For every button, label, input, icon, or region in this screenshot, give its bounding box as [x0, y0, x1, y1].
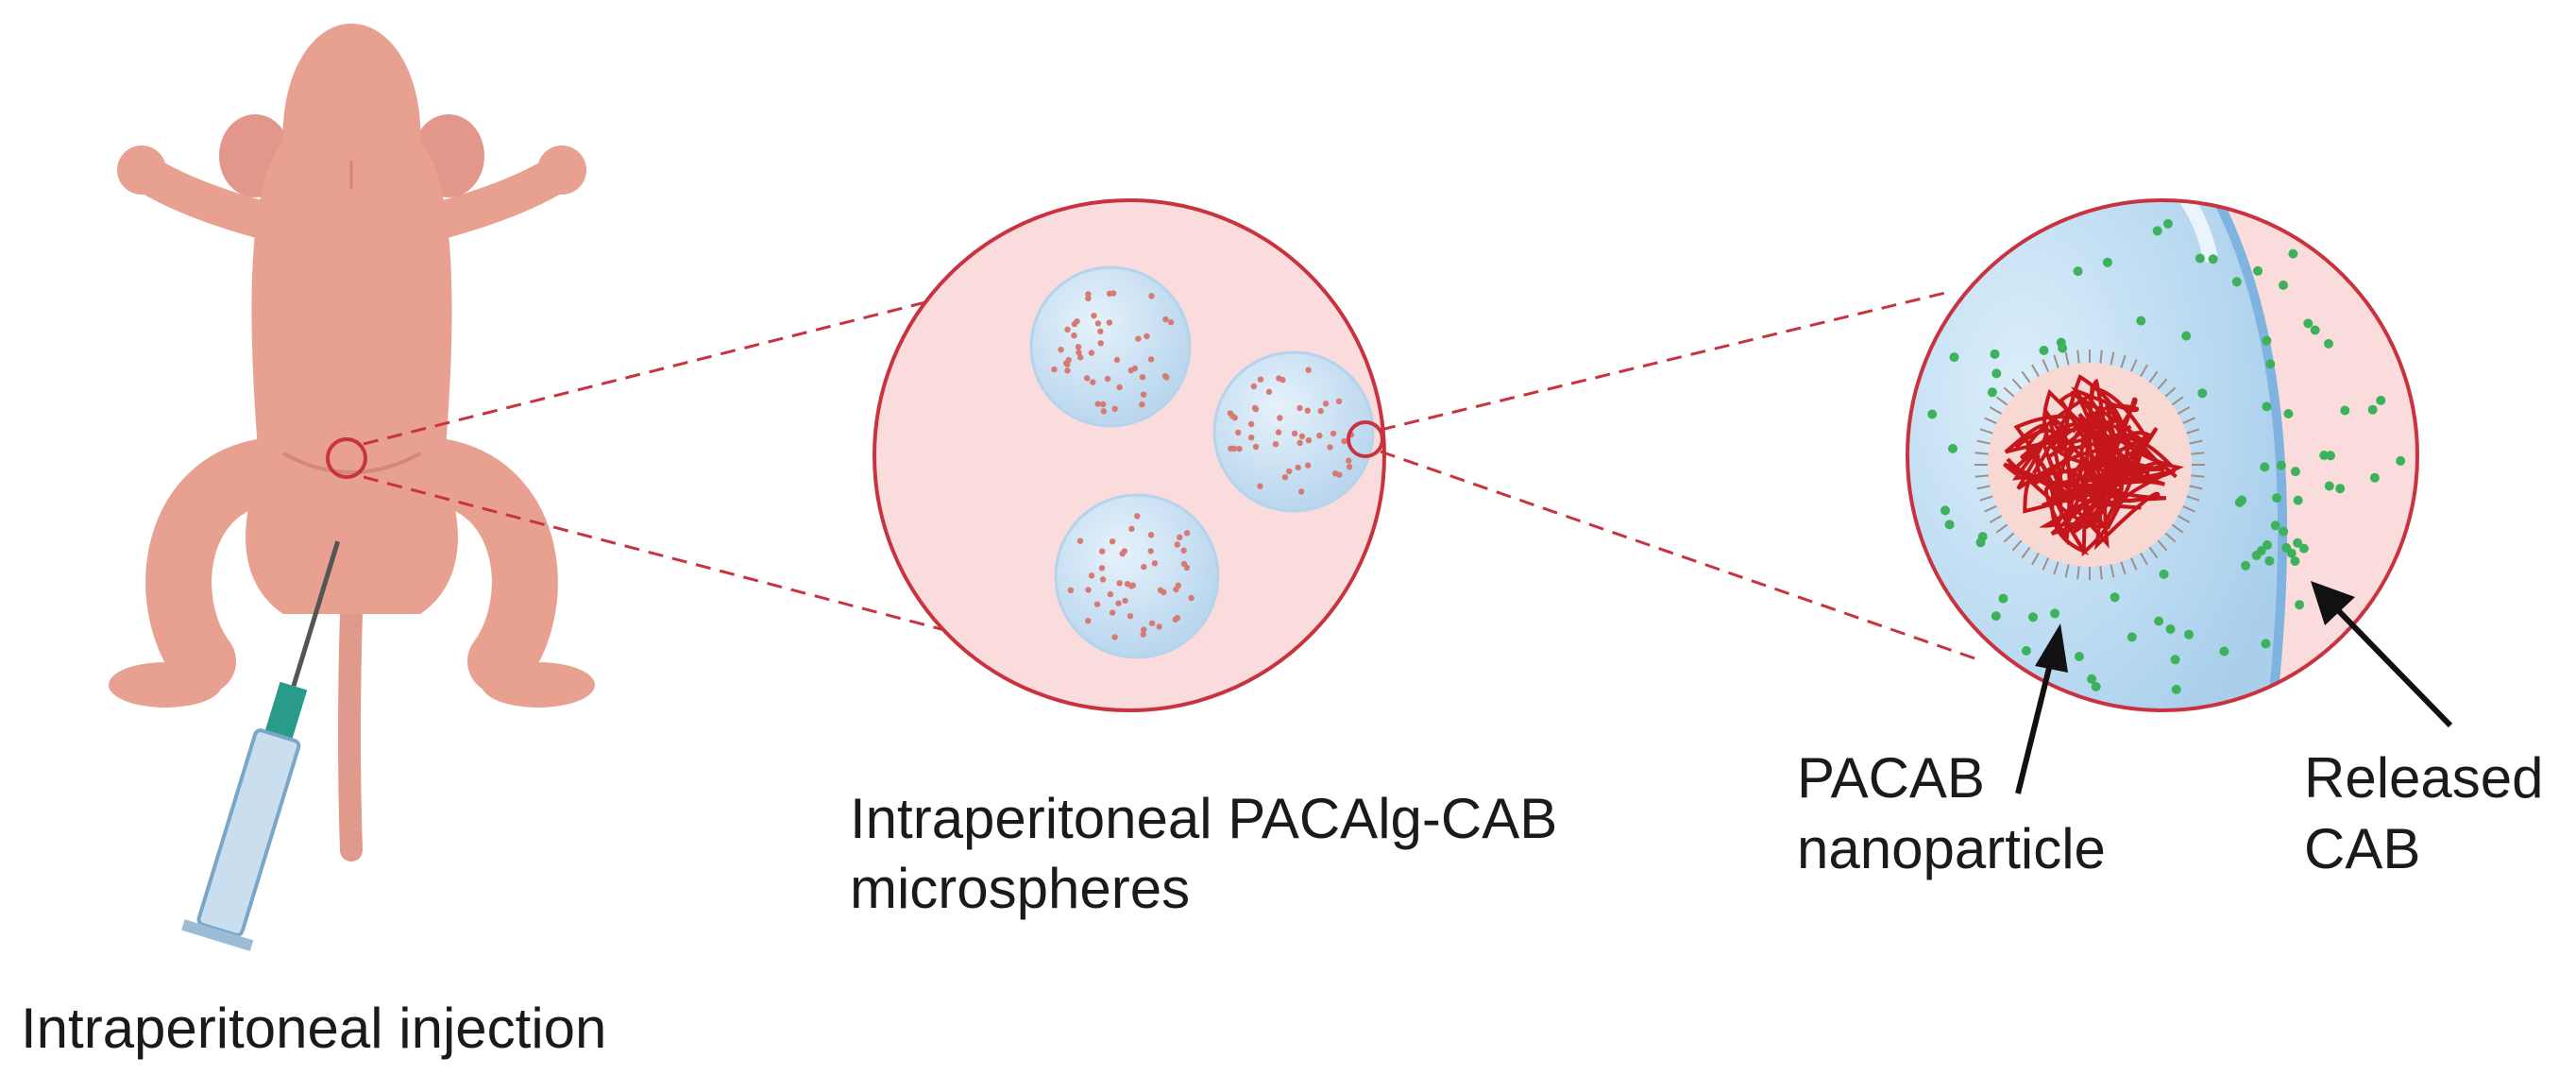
nanoparticle-zoom-circle [1906, 198, 2419, 712]
mouse-illustration [109, 24, 595, 862]
syringe-icon [181, 540, 341, 951]
nanoparticle-label-line2: nanoparticle [1797, 817, 2106, 880]
pacab-nanoparticle [1974, 350, 2205, 580]
microsphere-zoom-target [1347, 420, 1384, 458]
injection-site-circle [326, 437, 367, 479]
injection-label: Intraperitoneal injection [21, 997, 607, 1060]
microsphere-bottom [1054, 493, 1220, 659]
released-label-line2: CAB [2304, 817, 2421, 880]
microsphere-top [1029, 265, 1192, 428]
nanoparticle-label-line1: PACAB [1797, 746, 1985, 810]
zoom-lines-left [363, 291, 992, 644]
microspheres-label-line2: microspheres [850, 857, 1191, 920]
arrow-to-nanoparticle [2015, 623, 2068, 794]
arrow-to-released-cab [2311, 581, 2453, 728]
microspheres-zoom-circle [873, 198, 1386, 712]
zoom-lines-right [1380, 291, 1984, 663]
microsphere-dots [1051, 290, 1355, 640]
microspheres-label-line1: Intraperitoneal PACAlg-CAB [850, 787, 1558, 850]
released-label-line1: Released [2304, 746, 2544, 810]
released-drug-dots [1927, 218, 2406, 694]
